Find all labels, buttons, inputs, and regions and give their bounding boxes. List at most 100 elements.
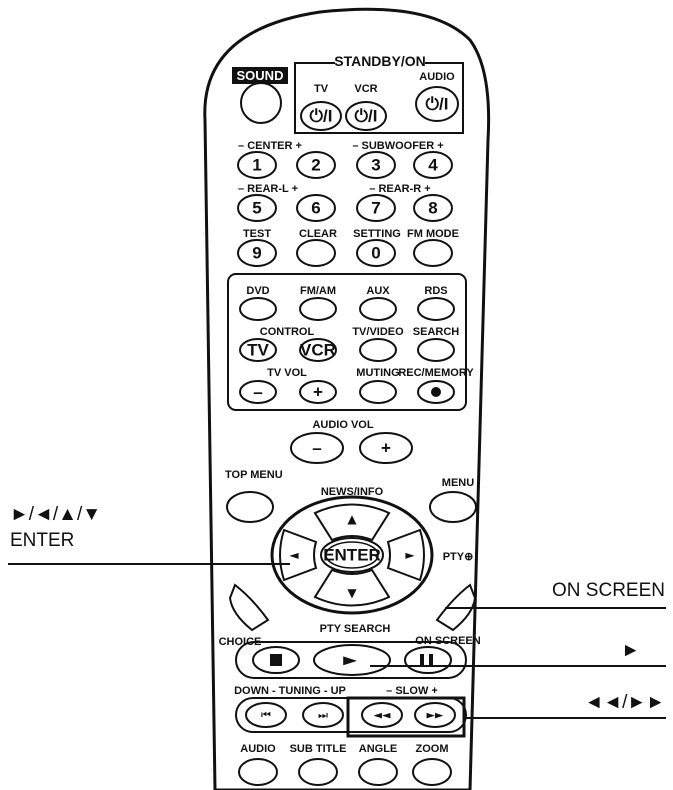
subtitle-label: SUB TITLE bbox=[290, 743, 347, 755]
control-tv-button[interactable] bbox=[239, 338, 277, 362]
stop-icon bbox=[270, 654, 282, 666]
fmam-label: FM/AM bbox=[300, 285, 336, 297]
nav-up-button[interactable] bbox=[313, 503, 391, 542]
control-label: CONTROL bbox=[260, 326, 315, 338]
callout-play-label: ► bbox=[621, 640, 640, 661]
angle-button[interactable] bbox=[358, 758, 398, 786]
fm-mode-button[interactable] bbox=[413, 239, 453, 267]
num-button-1[interactable] bbox=[237, 151, 277, 179]
choice-button[interactable] bbox=[228, 583, 270, 632]
subtitle-button[interactable] bbox=[298, 758, 338, 786]
fm-mode-label: FM MODE bbox=[407, 228, 459, 240]
record-dot-icon bbox=[431, 387, 441, 397]
num-button-3[interactable] bbox=[356, 151, 396, 179]
enter-button[interactable] bbox=[320, 537, 384, 573]
source-box bbox=[227, 273, 467, 411]
zoom-label: ZOOM bbox=[416, 743, 449, 755]
aux-button[interactable] bbox=[359, 297, 397, 321]
vcr-power-icon: ⏻/I bbox=[355, 107, 378, 126]
nav-right-button[interactable] bbox=[386, 528, 425, 582]
tvvideo-button[interactable] bbox=[359, 338, 397, 362]
num-button-2[interactable] bbox=[296, 151, 336, 179]
tvvideo-label: TV/VIDEO bbox=[352, 326, 404, 338]
fmam-button[interactable] bbox=[299, 297, 337, 321]
num-button-6[interactable] bbox=[296, 194, 336, 222]
rds-button[interactable] bbox=[417, 297, 455, 321]
center-label: – CENTER + bbox=[238, 140, 302, 152]
skip-back-button[interactable] bbox=[245, 702, 287, 728]
audio-bottom-label: AUDIO bbox=[240, 743, 276, 755]
newsinfo-label: NEWS/INFO bbox=[321, 486, 384, 498]
nav-left-button[interactable] bbox=[279, 528, 318, 582]
nav-down-icon: ▼ bbox=[347, 586, 357, 600]
tvvol-label: TV VOL bbox=[267, 367, 307, 379]
menu-button[interactable] bbox=[429, 491, 477, 523]
num-label-1: 1 bbox=[252, 156, 261, 175]
fast-forward-button[interactable] bbox=[414, 702, 456, 728]
callout-on-screen-label: ON SCREEN bbox=[552, 580, 665, 601]
dvd-label: DVD bbox=[246, 285, 269, 297]
num-button-4[interactable] bbox=[413, 151, 453, 179]
vcr-power-button[interactable] bbox=[345, 101, 387, 131]
dvd-button[interactable] bbox=[239, 297, 277, 321]
num-label-8: 8 bbox=[428, 199, 437, 218]
vcr-power-label: VCR bbox=[354, 83, 377, 95]
num-button-7[interactable] bbox=[356, 194, 396, 222]
skip-back-icon: ⏮ bbox=[261, 709, 271, 722]
rewind-icon: ◄◄ bbox=[374, 709, 391, 722]
num-button-5[interactable] bbox=[237, 194, 277, 222]
muting-label: MUTING bbox=[356, 367, 399, 379]
pause-button[interactable] bbox=[404, 646, 452, 674]
control-vcr-label: VCR bbox=[300, 341, 336, 360]
audio-bottom-button[interactable] bbox=[238, 758, 278, 786]
control-vcr-button[interactable] bbox=[299, 338, 337, 362]
rewind-button[interactable] bbox=[361, 702, 403, 728]
muting-button[interactable] bbox=[359, 380, 397, 404]
tvvol-plus-button[interactable] bbox=[299, 380, 337, 404]
tv-power-label: TV bbox=[314, 83, 329, 95]
audiovol-plus-label: + bbox=[381, 439, 391, 458]
sound-label: SOUND bbox=[237, 68, 284, 83]
audiovol-label: AUDIO VOL bbox=[312, 419, 373, 431]
audio-power-label: AUDIO bbox=[419, 71, 455, 83]
tvvol-minus-button[interactable] bbox=[239, 380, 277, 404]
skip-forward-button[interactable] bbox=[302, 702, 344, 728]
setting-label: SETTING bbox=[353, 228, 401, 240]
audiovol-plus-button[interactable] bbox=[359, 432, 413, 464]
callout-skip-label: ◄◄/►► bbox=[585, 692, 666, 713]
choice-label: CHOICE bbox=[219, 636, 262, 648]
audio-power-icon: ⏻/I bbox=[426, 95, 449, 114]
num-button-0[interactable] bbox=[356, 239, 396, 267]
audiovol-minus-label: – bbox=[312, 439, 321, 458]
transport-box bbox=[235, 641, 467, 679]
search-label: SEARCH bbox=[413, 326, 460, 338]
audiovol-minus-button[interactable] bbox=[290, 432, 344, 464]
num-button-8[interactable] bbox=[413, 194, 453, 222]
play-button[interactable] bbox=[313, 644, 391, 676]
angle-label: ANGLE bbox=[359, 743, 398, 755]
control-tv-label: TV bbox=[247, 341, 269, 360]
sound-button[interactable] bbox=[240, 82, 282, 124]
aux-label: AUX bbox=[366, 285, 390, 297]
rds-label: RDS bbox=[424, 285, 447, 297]
clear-button[interactable] bbox=[296, 239, 336, 267]
pause-icon bbox=[420, 654, 424, 666]
slow-label: – SLOW + bbox=[386, 685, 438, 697]
audio-power-button[interactable] bbox=[415, 86, 459, 122]
nav-up-icon: ▲ bbox=[347, 512, 357, 526]
rear-r-label: – REAR-R + bbox=[369, 183, 430, 195]
num-button-9[interactable] bbox=[237, 239, 277, 267]
subwoofer-label: – SUBWOOFER + bbox=[352, 140, 443, 152]
pty-search-label: PTY SEARCH bbox=[320, 623, 391, 635]
num-label-6: 6 bbox=[311, 199, 320, 218]
zoom-button[interactable] bbox=[412, 758, 452, 786]
nav-down-button[interactable] bbox=[313, 568, 391, 607]
play-icon: ► bbox=[343, 650, 357, 671]
callout-arrows-label: ►/◄/▲/▼ bbox=[10, 504, 101, 525]
top-menu-button[interactable] bbox=[226, 491, 274, 523]
enter-button-label: ENTER bbox=[323, 546, 381, 565]
search-button[interactable] bbox=[417, 338, 455, 362]
tv-power-button[interactable] bbox=[300, 101, 342, 131]
